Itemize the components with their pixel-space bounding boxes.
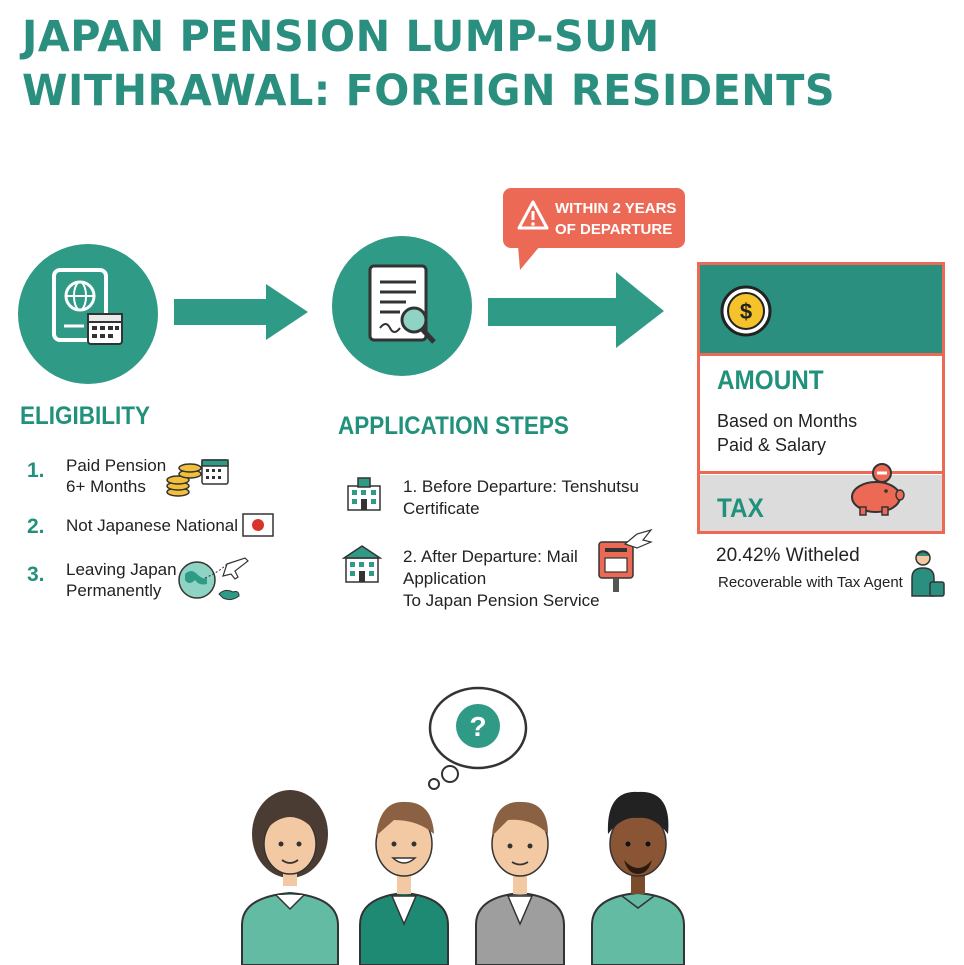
eligibility-item-2: Not Japanese National bbox=[66, 516, 239, 535]
eligibility-number-3: 3. bbox=[27, 563, 45, 586]
tax-withheld-text: 20.42% Witheled bbox=[716, 545, 860, 566]
city-hall-icon bbox=[347, 477, 381, 511]
amount-description: Based on Months Paid & Salary bbox=[717, 409, 857, 457]
mailbox-icon bbox=[598, 528, 653, 592]
application-step-2-line-2: Application bbox=[403, 569, 487, 588]
eligibility-item-3-line-2: Permanently bbox=[66, 581, 162, 600]
person-1 bbox=[241, 790, 339, 965]
eligibility-item-3-line-1: Leaving Japan bbox=[66, 560, 177, 579]
warning-bubble-tail bbox=[518, 246, 540, 270]
application-circle bbox=[332, 236, 472, 376]
eligibility-number-2: 2. bbox=[27, 515, 45, 538]
warning-triangle-icon bbox=[517, 200, 549, 230]
globe-airplane-icon bbox=[178, 557, 249, 601]
amount-tax-card: $ AMOUNT Based on Months Paid & Salary T… bbox=[697, 262, 945, 534]
eligibility-item-1: Paid Pension 6+ Months bbox=[66, 455, 166, 497]
amount-line-2: Paid & Salary bbox=[717, 435, 827, 455]
piggy-bank-icon bbox=[851, 463, 905, 516]
eligibility-circle bbox=[18, 244, 158, 384]
thought-bubble bbox=[428, 686, 528, 790]
dollar-coin-icon: $ bbox=[720, 285, 772, 337]
eligibility-item-3: Leaving Japan Permanently bbox=[66, 559, 177, 601]
person-3 bbox=[475, 801, 565, 965]
tax-recoverable-text: Recoverable with Tax Agent bbox=[718, 574, 903, 591]
application-step-2-line-1: 2. After Departure: Mail bbox=[403, 547, 578, 566]
application-step-1-line-1: 1. Before Departure: Tenshutsu bbox=[403, 477, 639, 496]
question-mark-icon: ? bbox=[469, 711, 486, 742]
passport-calendar-icon bbox=[52, 268, 123, 345]
coins-calendar-icon bbox=[166, 459, 229, 497]
arrow-right-icon bbox=[174, 284, 308, 340]
deadline-warning-badge: WITHIN 2 YEARS OF DEPARTURE bbox=[503, 188, 685, 248]
eligibility-item-1-line-2: 6+ Months bbox=[66, 477, 146, 496]
document-search-icon bbox=[368, 264, 436, 344]
tax-heading: TAX bbox=[717, 493, 764, 523]
eligibility-number-1: 1. bbox=[27, 459, 45, 482]
page-title: JAPAN PENSION LUMP-SUM WITHRAWAL: FOREIG… bbox=[22, 10, 886, 118]
warning-line-2: OF DEPARTURE bbox=[555, 221, 673, 238]
eligibility-item-1-line-1: Paid Pension bbox=[66, 456, 167, 475]
person-4 bbox=[591, 791, 685, 965]
person-2 bbox=[359, 801, 449, 965]
eligibility-heading: ELIGIBILITY bbox=[20, 402, 151, 430]
title-line-1: JAPAN PENSION LUMP-SUM bbox=[22, 12, 660, 62]
amount-heading: AMOUNT bbox=[717, 365, 824, 395]
application-heading: APPLICATION STEPS bbox=[338, 412, 569, 440]
application-step-1-line-2: Certificate bbox=[403, 499, 480, 518]
people-illustration: ? bbox=[241, 686, 685, 965]
warning-line-1: WITHIN 2 YEARS bbox=[555, 200, 677, 217]
city-hall-icon bbox=[342, 545, 382, 583]
tax-section bbox=[700, 475, 942, 531]
japan-flag-icon bbox=[242, 513, 274, 537]
application-step-2: 2. After Departure: Mail Application To … bbox=[403, 546, 600, 612]
card-header: $ bbox=[700, 265, 942, 353]
arrow-right-icon bbox=[488, 272, 664, 348]
application-step-1: 1. Before Departure: Tenshutsu Certifica… bbox=[403, 476, 639, 520]
tax-agent-icon bbox=[911, 550, 945, 597]
amount-line-1: Based on Months bbox=[717, 411, 858, 431]
title-line-2: WITHRAWAL: FOREIGN RESIDENTS bbox=[22, 66, 836, 116]
application-step-2-line-3: To Japan Pension Service bbox=[403, 591, 600, 610]
svg-text:$: $ bbox=[740, 299, 752, 324]
